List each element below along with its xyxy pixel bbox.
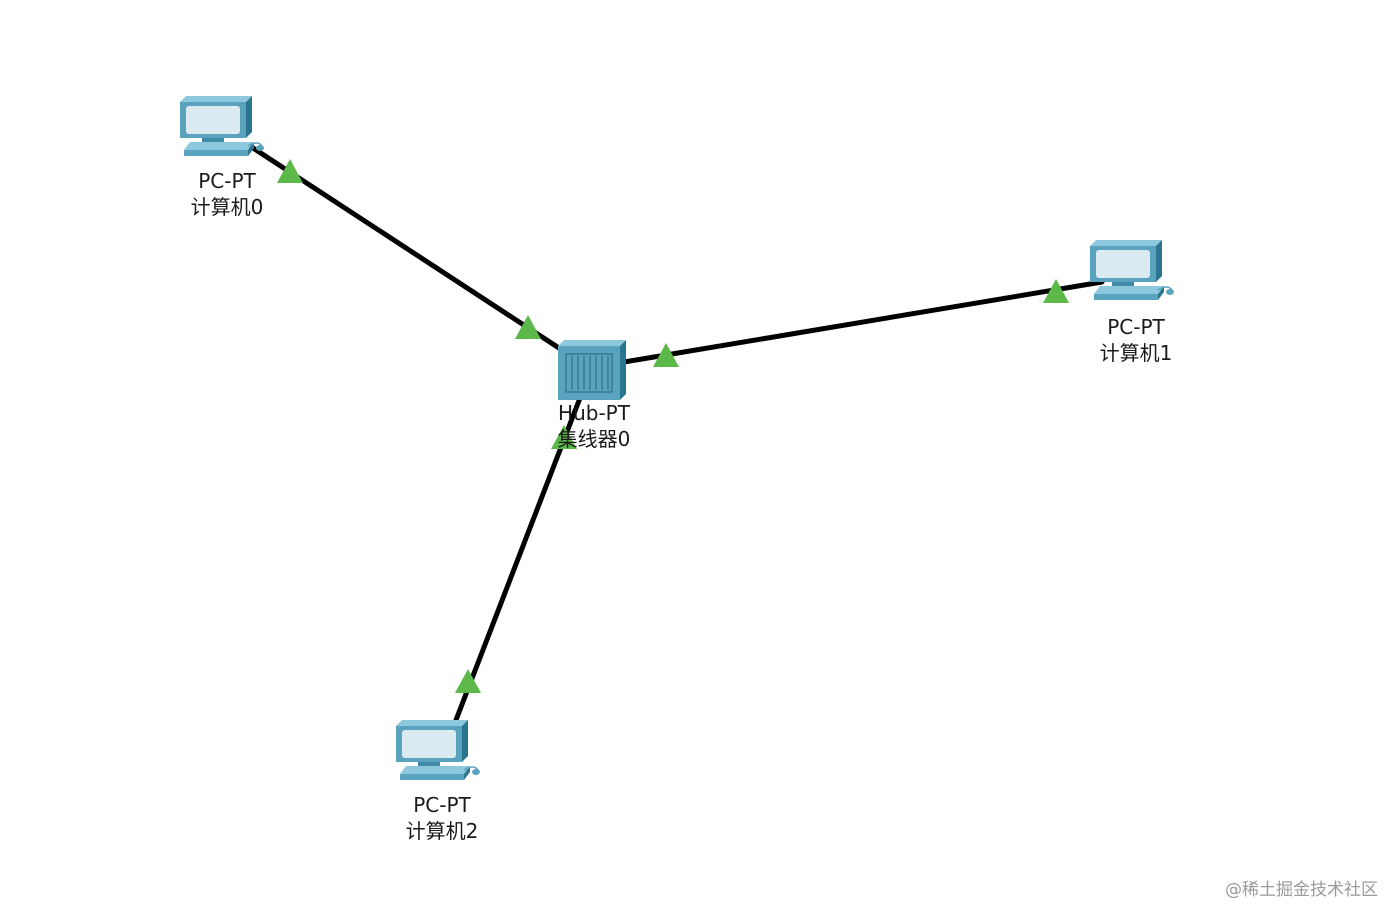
device-name-pc2: 计算机2 bbox=[405, 819, 479, 843]
pc-icon-pc0[interactable] bbox=[179, 95, 265, 157]
device-label-hub0: Hub-PT 集线器0 bbox=[548, 400, 640, 452]
link-status-up-icon bbox=[653, 343, 679, 368]
link-status-up-icon bbox=[551, 425, 577, 450]
link-status-up-icon bbox=[515, 315, 541, 340]
device-model-pc2: PC-PT bbox=[413, 793, 471, 817]
device-model-hub0: Hub-PT bbox=[558, 401, 630, 425]
device-name-pc0: 计算机0 bbox=[190, 195, 264, 219]
link-status-up-icon bbox=[455, 669, 481, 694]
device-label-pc2: PC-PT 计算机2 bbox=[400, 792, 484, 844]
hub-icon-hub0[interactable] bbox=[557, 339, 627, 401]
device-label-pc1: PC-PT 计算机1 bbox=[1094, 314, 1178, 366]
link-status-up-icon bbox=[277, 159, 303, 184]
link-status-up-icon bbox=[1043, 279, 1069, 304]
link-pc1-hub0[interactable] bbox=[621, 279, 1105, 365]
device-name-pc1: 计算机1 bbox=[1099, 341, 1173, 365]
device-model-pc1: PC-PT bbox=[1107, 315, 1165, 339]
device-model-pc0: PC-PT bbox=[198, 169, 256, 193]
pc-icon-pc2[interactable] bbox=[395, 719, 481, 781]
watermark-text: @稀土掘金技术社区 bbox=[1225, 880, 1378, 900]
pc-icon-pc1[interactable] bbox=[1089, 239, 1175, 301]
device-name-hub0: 集线器0 bbox=[557, 427, 631, 451]
link-pc2-hub0[interactable] bbox=[453, 395, 583, 723]
device-label-pc0: PC-PT 计算机0 bbox=[185, 168, 269, 220]
link-pc0-hub0[interactable] bbox=[247, 143, 565, 353]
